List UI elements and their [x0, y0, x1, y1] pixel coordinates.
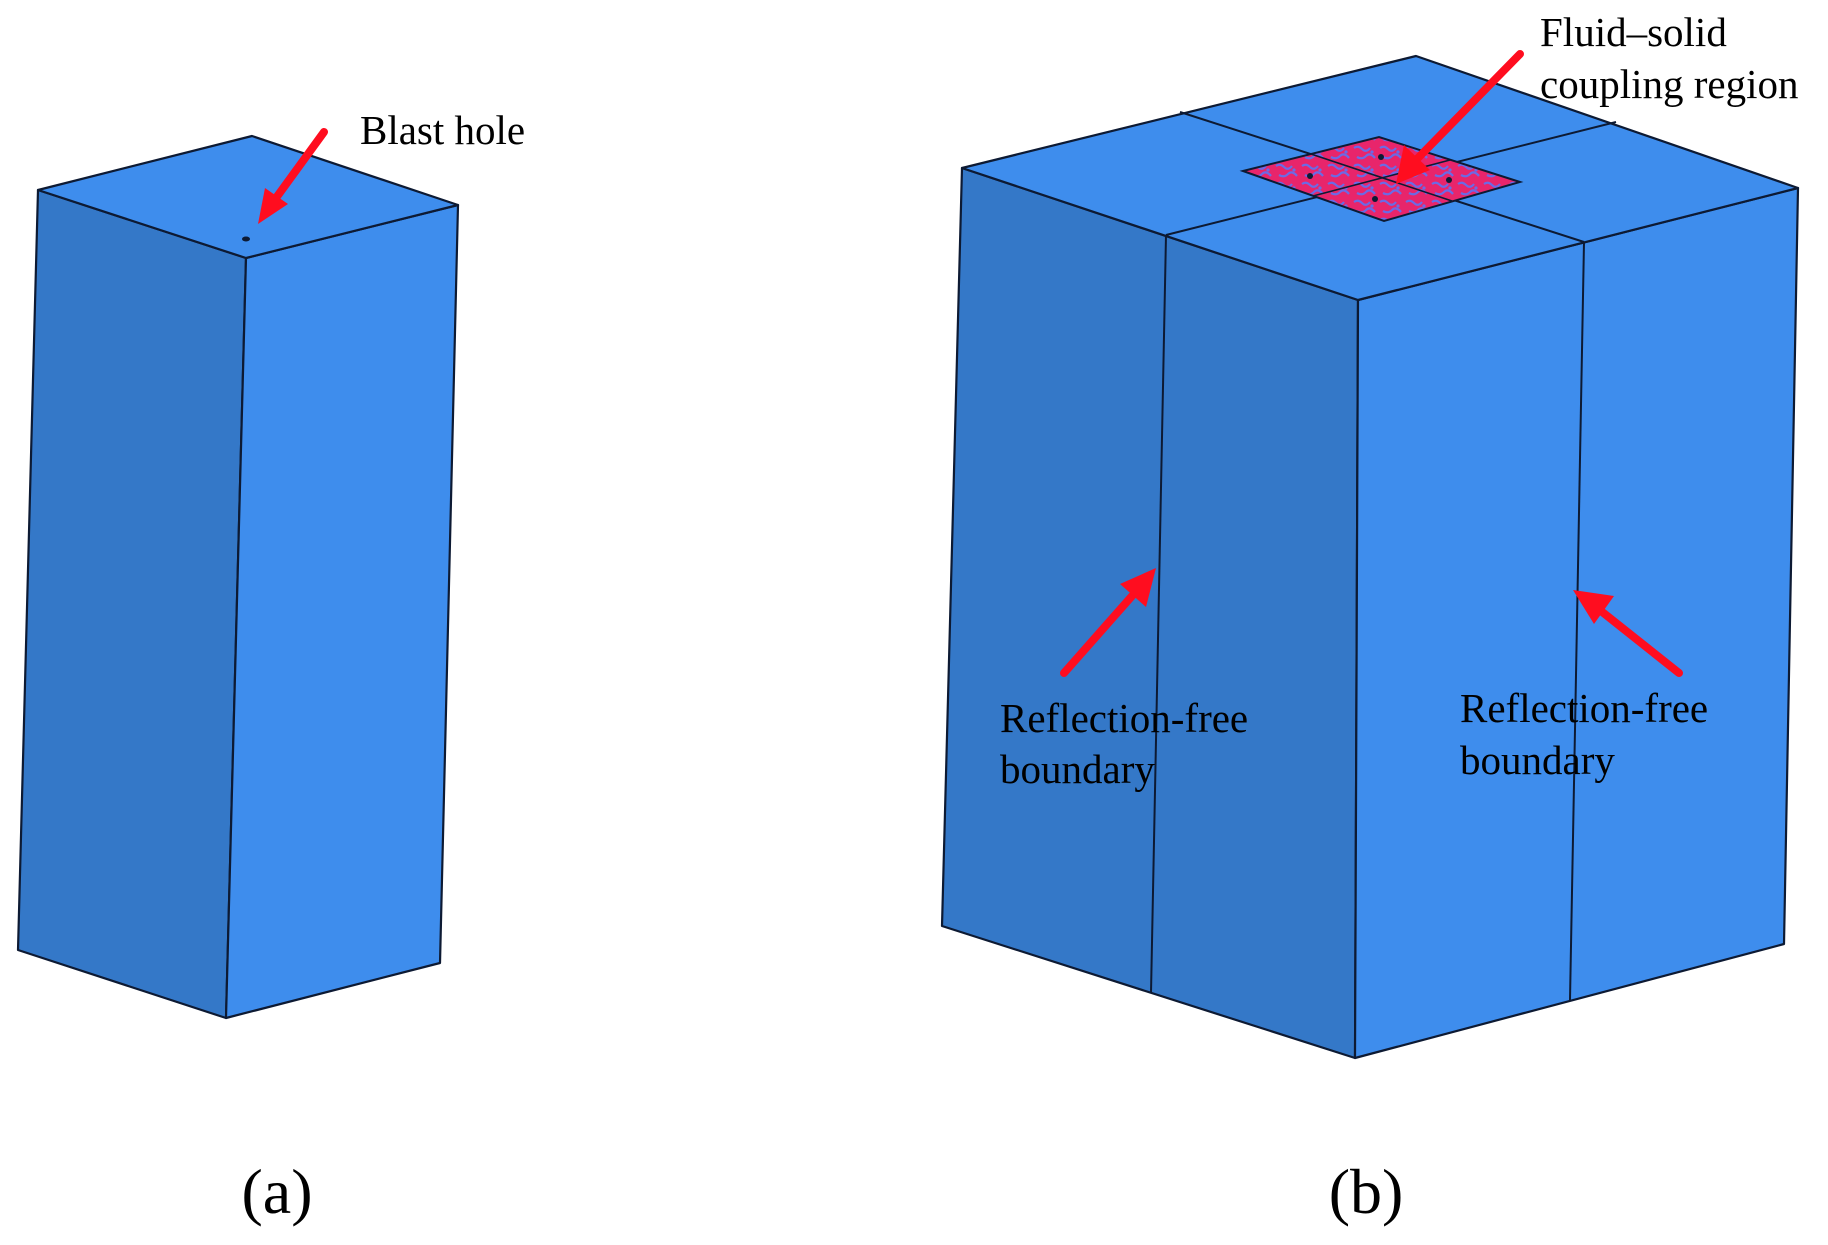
panel-a-label: (a)	[241, 1156, 312, 1227]
panel-b-label: (b)	[1329, 1156, 1404, 1227]
right-boundary-label-line2: boundary	[1460, 737, 1615, 783]
block-a-left-face	[16, 188, 248, 1020]
rock-column-block	[16, 134, 460, 1020]
fluid-solid-coupling-region	[1239, 135, 1524, 223]
block-b-seams	[1150, 111, 1617, 1001]
block-b-left-face	[940, 166, 1360, 1060]
blast-hole-label: Blast hole	[360, 107, 525, 153]
fsi-label: Fluid–solid	[1540, 9, 1727, 55]
block-a-top-face	[36, 134, 460, 260]
right-boundary-label: Reflection-free	[1460, 685, 1708, 731]
fsi-label-line2: coupling region	[1540, 61, 1798, 107]
left-face-seam	[1150, 234, 1167, 994]
panel-a: Blast hole (a)	[16, 107, 525, 1227]
blast-hole-arrow	[258, 128, 328, 224]
left-boundary-label-line2: boundary	[1000, 746, 1155, 792]
block-a-right-face	[224, 203, 460, 1020]
fsi-arrow	[1396, 50, 1524, 184]
right-face-seam	[1569, 241, 1585, 1001]
left-boundary-label: Reflection-free	[1000, 695, 1248, 741]
blast-hole-marker	[242, 236, 250, 242]
right-boundary-arrow	[1573, 590, 1683, 677]
panel-b: Fluid–solid coupling region Reflection-f…	[940, 9, 1800, 1227]
left-boundary-arrow	[1060, 568, 1156, 677]
